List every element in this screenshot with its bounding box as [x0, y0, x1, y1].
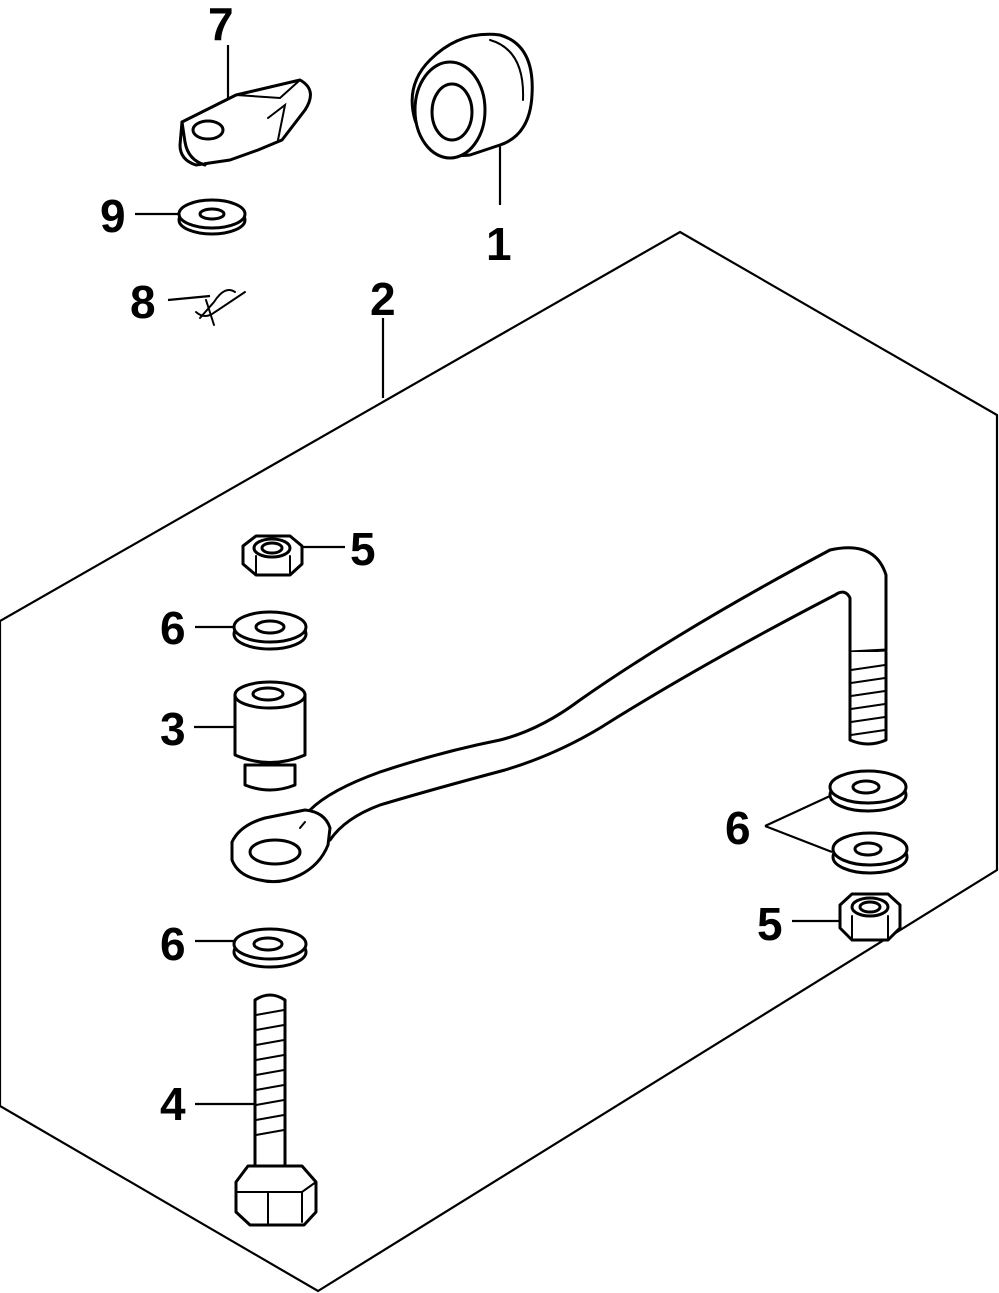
- part-6-washer-top: [195, 610, 308, 651]
- leader-6-lower: [764, 824, 833, 854]
- leader-6-upper: [764, 795, 831, 827]
- part-3-spacer: [194, 680, 307, 792]
- part-9-washer: [135, 198, 247, 236]
- callout-6-bottom: 6: [160, 918, 186, 970]
- callout-9: 9: [100, 190, 126, 242]
- kit-boundary-box: [0, 230, 999, 1293]
- callout-3: 3: [160, 703, 186, 755]
- part-6-washer-bottom: [195, 927, 308, 969]
- callout-5-top: 5: [350, 523, 376, 575]
- part-6-washer-right-upper: [828, 769, 908, 813]
- part-4-bolt: [195, 993, 318, 1227]
- callout-8: 8: [130, 276, 156, 328]
- callout-6-right: 6: [725, 802, 751, 854]
- part-8-cotter-pin: [167, 289, 246, 326]
- part-6-washer-right-lower: [831, 831, 909, 875]
- part-1-bushing: [410, 32, 534, 205]
- callout-4: 4: [160, 1078, 186, 1130]
- callout-6-top: 6: [160, 602, 186, 654]
- callout-2: 2: [370, 273, 396, 325]
- part-5-nut-top: [241, 534, 345, 577]
- callout-7: 7: [208, 0, 234, 50]
- callout-1: 1: [486, 218, 512, 270]
- part-7-link: [178, 45, 312, 167]
- part-2-link-rod: [230, 546, 888, 884]
- part-5-nut-right: [792, 892, 902, 942]
- callout-5-right: 5: [757, 898, 783, 950]
